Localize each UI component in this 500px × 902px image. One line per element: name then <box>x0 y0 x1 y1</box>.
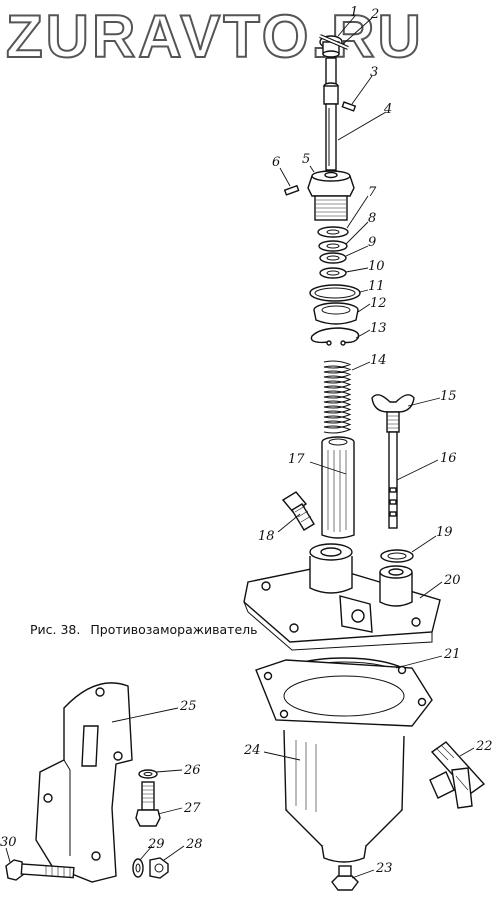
part-4-rod <box>323 57 339 171</box>
figure-caption: Рис. 38. Противозамораживатель <box>30 622 258 637</box>
callout-12: 12 <box>370 296 387 311</box>
callout-17: 17 <box>288 452 305 467</box>
part-11-ring <box>309 284 361 302</box>
site-watermark: ZURAVTO.RU <box>5 2 424 71</box>
part-14-spring <box>323 360 352 434</box>
part-20-cover <box>243 543 441 651</box>
callout-9: 9 <box>368 235 376 250</box>
callout-18: 18 <box>258 529 275 544</box>
callout-7: 7 <box>368 185 377 200</box>
callout-4: 4 <box>383 102 392 117</box>
callout-24: 24 <box>243 743 261 758</box>
callout-20: 20 <box>443 573 461 588</box>
callout-28: 28 <box>185 837 203 852</box>
part-27-bolt <box>135 781 161 827</box>
part-30-long-bolt <box>5 859 75 881</box>
part-24-bowl <box>255 659 433 863</box>
callout-6: 6 <box>272 155 280 170</box>
callout-5: 5 <box>302 152 310 167</box>
figure-title: Противозамораживатель <box>90 622 258 637</box>
part-18-fitting <box>281 491 315 531</box>
figure-label: Рис. 38. <box>30 622 81 637</box>
part-13-snap-ring <box>310 327 360 346</box>
callout-1: 1 <box>350 5 358 20</box>
part-15-wing-screw <box>371 394 415 433</box>
part-22-tee <box>429 741 486 809</box>
callout-8: 8 <box>368 211 376 226</box>
callout-numbers: 1 2 3 4 5 6 7 8 9 10 11 12 13 14 15 16 1… <box>0 5 493 876</box>
callout-3: 3 <box>370 65 378 80</box>
part-26-washer <box>138 769 158 779</box>
callout-30: 30 <box>0 835 17 850</box>
callout-22: 22 <box>475 739 493 754</box>
callout-26: 26 <box>183 763 201 778</box>
callout-2: 2 <box>370 7 379 22</box>
callout-13: 13 <box>370 321 387 336</box>
part-8-washer <box>318 240 348 252</box>
part-17-sleeve <box>321 436 355 539</box>
part-5-nut <box>307 170 355 221</box>
part-3-small-pin <box>341 101 357 112</box>
callout-29: 29 <box>147 837 165 852</box>
callout-14: 14 <box>370 353 387 368</box>
part-2-pin <box>319 34 349 50</box>
callout-10: 10 <box>368 259 385 274</box>
callout-25: 25 <box>179 699 197 714</box>
callout-19: 19 <box>436 525 453 540</box>
leader-lines <box>5 15 475 879</box>
part-10-washer <box>319 267 347 279</box>
part-25-bracket <box>35 682 133 883</box>
callout-27: 27 <box>183 801 201 816</box>
part-29-washer <box>132 858 144 878</box>
part-7-washer <box>317 226 349 238</box>
part-9-washer <box>319 252 347 264</box>
callout-11: 11 <box>368 279 385 294</box>
part-12-cup <box>313 302 359 325</box>
callout-21: 21 <box>443 647 461 662</box>
part-16-rod <box>388 431 398 529</box>
part-23-plug <box>331 865 359 891</box>
part-19-gasket <box>380 549 414 563</box>
callout-23: 23 <box>375 861 393 876</box>
callout-15: 15 <box>440 389 457 404</box>
callout-16: 16 <box>440 451 457 466</box>
part-6-pin <box>283 184 300 196</box>
part-28-nut <box>149 857 169 879</box>
